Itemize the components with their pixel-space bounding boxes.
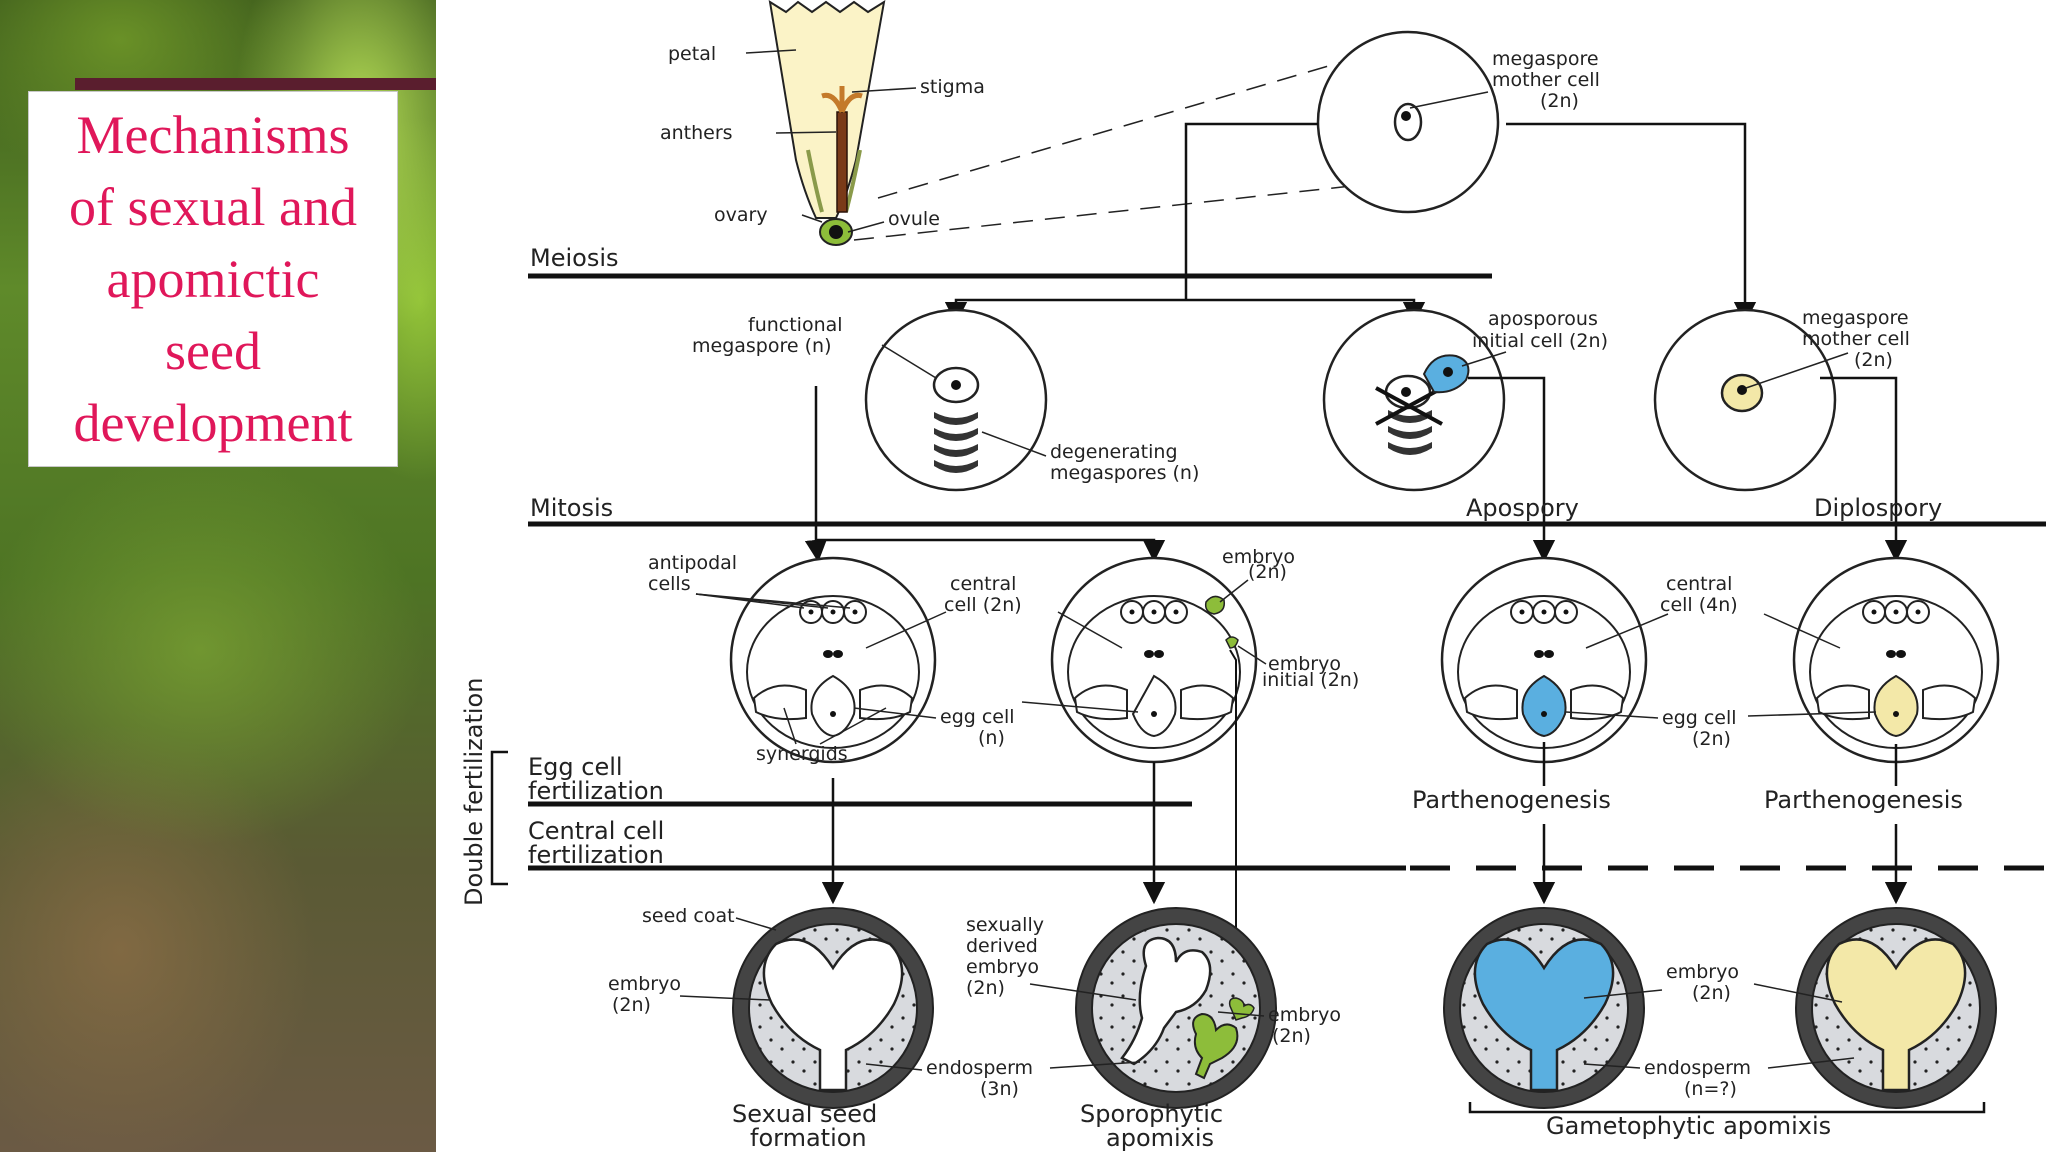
label-seed-labels-sporophytic-2: apomixis	[1106, 1124, 1214, 1152]
title-box: Mechanisms of sexual and apomictic seed …	[28, 91, 398, 467]
label-sac-labels-embryo-1: embryo	[1222, 546, 1295, 568]
label-seed-labels-gametophytic: Gametophytic apomixis	[1546, 1112, 1831, 1140]
apomixis-diagram: petal stigma anthers ovary ovule megaspo…	[460, 0, 2046, 1152]
embryo-sac-sporophytic	[1050, 556, 1258, 764]
label-stages-double-fertilization: Double fertilization	[460, 678, 488, 906]
stage-diplospory: Diplospory	[1814, 494, 1942, 522]
label-seed-labels-sexual-emb-1: sexually	[966, 914, 1044, 936]
label-seed-labels-embryo-1: embryo	[608, 973, 681, 995]
embryo-sac-labels: antipodal cells central cell (2n) embryo…	[648, 546, 1877, 765]
label-meiosis-labels-mmc-2: mother cell	[1802, 328, 1910, 350]
diplospory-mmc-cell	[1653, 308, 1837, 492]
seed-apospory	[1443, 907, 1645, 1109]
label-sac-labels-central4-1: central	[1666, 573, 1732, 595]
label-sac-labels-embryo-2: (2n)	[1248, 561, 1287, 583]
label-mmc-top-l2: mother cell	[1492, 69, 1600, 91]
stage-apospory: Apospory	[1466, 494, 1579, 522]
seed-labels: seed coat embryo (2n) endosperm (3n) sex…	[608, 905, 1855, 1100]
label-stages-egg-fert-1: Egg cell	[528, 753, 623, 781]
stage-meiosis: Meiosis	[530, 244, 619, 272]
label-meiosis-labels-aposporous-1: aposporous	[1488, 308, 1598, 330]
label-seed-labels-embryo-g-1: embryo	[1666, 961, 1739, 983]
label-sac-labels-antipodal-2: cells	[648, 573, 691, 595]
label-sac-labels-central-1: central	[950, 573, 1016, 595]
seed-sexual	[732, 907, 934, 1109]
label-seed-labels-endosperm3-1: endosperm	[926, 1057, 1033, 1079]
label-meiosis-labels-degenerating-1: degenerating	[1050, 441, 1178, 463]
embryo-sac-apospory	[1440, 556, 1648, 764]
label-sac-labels-egg2n-2: (2n)	[1692, 728, 1731, 750]
label-sac-labels-egg-1: egg cell	[940, 706, 1015, 728]
label-seed-labels-endosperm-q-2: (n=?)	[1684, 1078, 1737, 1100]
flower-illustration	[768, 0, 886, 246]
label-meiosis-labels-mmc-3: (2n)	[1854, 349, 1893, 371]
label-mmc-top-l1: megaspore	[1492, 48, 1599, 70]
label-flower-stigma: stigma	[920, 76, 985, 98]
outcome-captions: Sexual seed formation Sporophytic apomix…	[732, 1100, 1986, 1152]
seed-diplospory	[1795, 907, 1997, 1109]
label-stages-egg-fert-2: fertilization	[528, 777, 664, 805]
label-sac-labels-parthenogenesis-1: Parthenogenesis	[1412, 786, 1611, 814]
functional-megaspore-cell	[864, 308, 1048, 492]
label-seed-labels-sexual-emb-3: embryo	[966, 956, 1039, 978]
label-stages-central-fert-1: Central cell	[528, 817, 664, 845]
label-sac-labels-antipodal-1: antipodal	[648, 552, 737, 574]
embryo-sac-sexual	[729, 556, 937, 764]
label-flower-ovary: ovary	[714, 204, 768, 226]
label-meiosis-labels-functional-1: functional	[748, 314, 843, 336]
seed-sporophytic	[1075, 907, 1277, 1109]
label-meiosis-labels-functional-2: megaspore (n)	[692, 335, 831, 357]
embryo-sac-diplospory	[1792, 556, 2000, 764]
label-sac-labels-parthenogenesis-2: Parthenogenesis	[1764, 786, 1963, 814]
label-sac-labels-central-2: cell (2n)	[944, 594, 1022, 616]
label-seed-labels-embryo-g-2: (2n)	[1692, 982, 1731, 1004]
label-flower-ovule: ovule	[888, 208, 940, 230]
label-seed-labels-embryo-r-2: (2n)	[1272, 1025, 1311, 1047]
label-flower-petal: petal	[668, 43, 716, 65]
label-flower-anthers: anthers	[660, 122, 733, 144]
fertilization-labels: Egg cell fertilization Central cell fert…	[460, 678, 1963, 906]
label-seed-labels-sexual-emb-2: derived	[966, 935, 1038, 957]
label-seed-labels-sporophytic-1: Sporophytic	[1080, 1100, 1223, 1128]
label-mmc-top-l3: (2n)	[1540, 90, 1579, 112]
title-accent-bar	[75, 78, 436, 90]
label-seed-labels-sexual-seed-1: Sexual seed	[732, 1100, 877, 1128]
label-meiosis-labels-mmc-1: megaspore	[1802, 307, 1909, 329]
slide-title: Mechanisms of sexual and apomictic seed …	[69, 105, 357, 453]
label-seed-labels-endosperm-q-1: endosperm	[1644, 1057, 1751, 1079]
stage-mitosis: Mitosis	[530, 494, 613, 522]
mmc-top-cell: megaspore mother cell (2n)	[1316, 30, 1600, 214]
label-seed-labels-seed-coat: seed coat	[642, 905, 735, 927]
mid-connectors	[804, 376, 1908, 563]
label-seed-labels-sexual-seed-2: formation	[750, 1124, 867, 1152]
label-sac-labels-central4-2: cell (4n)	[1660, 594, 1738, 616]
label-meiosis-labels-degenerating-2: megaspores (n)	[1050, 462, 1199, 484]
label-seed-labels-sexual-emb-4: (2n)	[966, 977, 1005, 999]
label-meiosis-labels-aposporous-2: initial cell (2n)	[1472, 330, 1608, 352]
label-sac-labels-synergids: synergids	[756, 743, 848, 765]
label-stages-central-fert-2: fertilization	[528, 841, 664, 869]
lower-connectors	[821, 649, 1908, 1010]
label-sac-labels-embryo-init-1: embryo	[1268, 653, 1341, 675]
label-seed-labels-embryo-2: (2n)	[612, 994, 651, 1016]
aposporous-cell	[1322, 308, 1506, 492]
flower-labels: petal stigma anthers ovary ovule	[660, 43, 1371, 241]
label-sac-labels-egg-2: (n)	[978, 727, 1005, 749]
label-seed-labels-endosperm3-2: (3n)	[980, 1078, 1019, 1100]
label-sac-labels-embryo-init-2: initial (2n)	[1262, 669, 1359, 691]
label-sac-labels-egg2n-1: egg cell	[1662, 707, 1737, 729]
label-seed-labels-embryo-r-1: embryo	[1268, 1004, 1341, 1026]
